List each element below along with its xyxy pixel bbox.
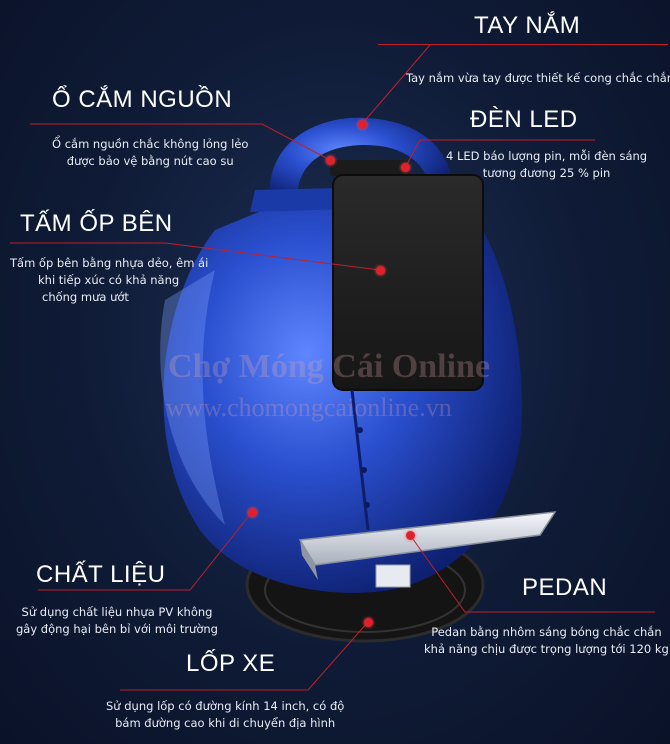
tire-marker	[364, 618, 373, 627]
tire-feature: LỐP XE	[186, 650, 275, 678]
socket-marker	[326, 156, 335, 165]
material-title: CHẤT LIỆU	[36, 561, 166, 588]
handle-shape	[269, 117, 453, 200]
panel-feature: TẤM ỐP BÊN	[20, 210, 173, 238]
rubber-pad-shape	[332, 174, 484, 391]
material-description: Sử dụng chất liệu nhựa PV không gây động…	[16, 605, 218, 636]
panel-title: TẤM ỐP BÊN	[20, 210, 173, 237]
handle-description: Tay nắm vừa tay được thiết kế cong chắc …	[406, 71, 670, 85]
handle-underline	[378, 44, 668, 45]
pedal-marker	[406, 531, 415, 540]
panel-description: Tấm ốp bên bằng nhựa dẻo, êm ái khi tiếp…	[10, 256, 209, 304]
pedal-title: PEDAN	[522, 574, 608, 601]
pedal-feature: PEDAN	[522, 574, 607, 602]
tire-description: Sử dụng lốp có đường kính 14 inch, có độ…	[106, 699, 345, 730]
led-title: ĐÈN LED	[470, 106, 578, 133]
socket-description: Ổ cắm nguồn chắc không lỏng lẻo được bảo…	[52, 137, 249, 168]
handle-title: TAY NẮM	[474, 12, 581, 39]
led-marker	[401, 163, 410, 172]
watermark-url: www.chomongcaionline.vn	[166, 393, 452, 422]
watermark-name: Chợ Móng Cái Online	[168, 348, 491, 385]
panel-marker	[376, 266, 385, 275]
led-feature: ĐÈN LED	[470, 106, 578, 134]
handle-feature: TAY NẮM	[474, 12, 580, 40]
pedal-description: Pedan bằng nhôm sáng bóng chắc chắn khả …	[424, 625, 669, 656]
handle-marker	[358, 120, 367, 129]
material-marker	[248, 508, 257, 517]
material-feature: CHẤT LIỆU	[36, 561, 165, 589]
socket-title: Ổ CẮM NGUỒN	[52, 86, 233, 113]
socket-feature: Ổ CẮM NGUỒN	[52, 86, 232, 114]
led-description: 4 LED báo lượng pin, mỗi đèn sáng tương …	[446, 149, 648, 180]
tire-title: LỐP XE	[186, 650, 276, 677]
